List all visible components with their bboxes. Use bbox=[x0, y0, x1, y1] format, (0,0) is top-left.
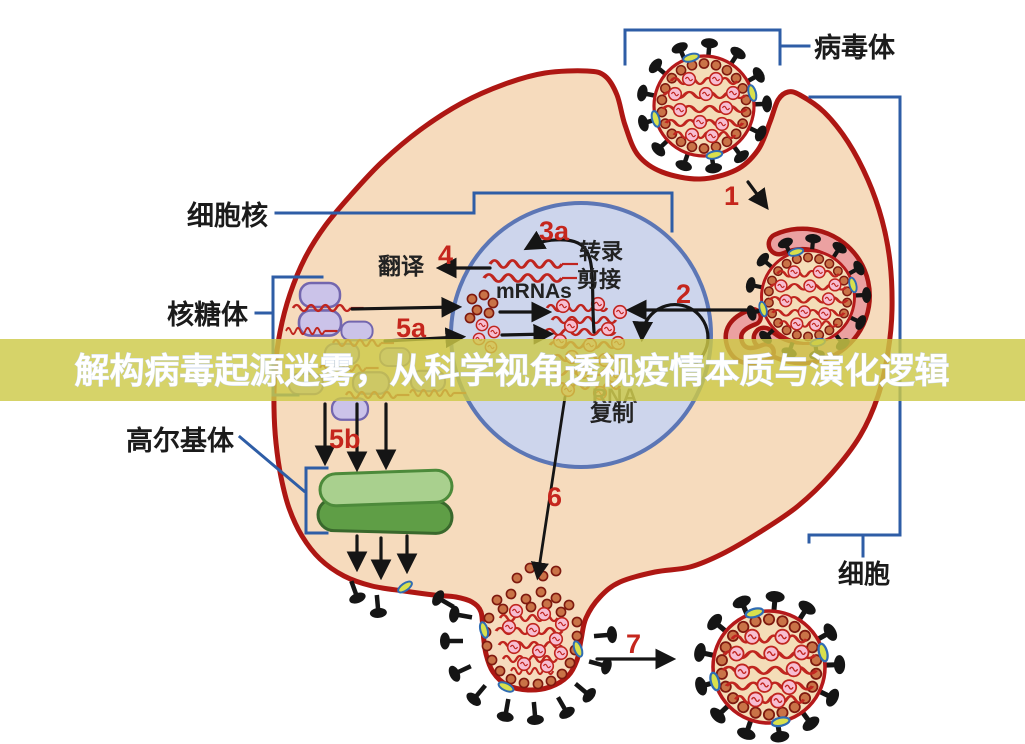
capsid-dot bbox=[494, 665, 506, 677]
capsid-dot bbox=[491, 594, 503, 606]
n-protein bbox=[508, 603, 524, 619]
step-3a: 3a bbox=[539, 216, 570, 246]
golgi-bracket bbox=[237, 434, 329, 535]
step-1: 1 bbox=[724, 181, 739, 211]
spike-icon bbox=[446, 658, 474, 683]
capsid-dot bbox=[556, 668, 568, 680]
capsid-dot bbox=[555, 606, 567, 618]
capsid-dot bbox=[545, 675, 557, 687]
step-5b: 5b bbox=[329, 424, 361, 454]
virion-released bbox=[693, 590, 846, 743]
n-protein bbox=[536, 606, 552, 622]
step-5a: 5a bbox=[396, 313, 427, 343]
ribosome bbox=[298, 281, 342, 309]
capsid-dot bbox=[571, 630, 583, 642]
virion-bracket bbox=[623, 28, 811, 66]
capsid-dot bbox=[525, 601, 537, 613]
n-protein bbox=[563, 318, 579, 334]
ribosome bbox=[330, 397, 370, 421]
capsid-dot bbox=[564, 657, 576, 669]
mrnas-label: mRNAs bbox=[496, 280, 572, 303]
capsid-dot bbox=[486, 654, 498, 666]
cell-label: 细胞 bbox=[838, 559, 890, 589]
arrow-inner-bottom bbox=[500, 323, 555, 345]
spike-icon bbox=[496, 698, 517, 724]
spike-icon bbox=[525, 701, 544, 725]
banner-title-text: 解构病毒起源迷雾，从科学视角透视疫情本质与演化逻辑 bbox=[74, 351, 949, 391]
protein-dot bbox=[466, 293, 478, 305]
capsid-dot bbox=[563, 599, 575, 611]
ribosome bbox=[340, 320, 374, 342]
n-protein bbox=[525, 622, 541, 638]
n-protein bbox=[501, 619, 517, 635]
protein-dot bbox=[478, 289, 490, 301]
title-banner bbox=[0, 339, 1025, 401]
capsid-dot bbox=[511, 572, 523, 584]
capsid-dot bbox=[535, 586, 547, 598]
n-protein bbox=[554, 616, 570, 632]
n-protein bbox=[548, 631, 564, 647]
ribosome-label: 核糖体 bbox=[167, 299, 249, 330]
spike-icon bbox=[368, 594, 387, 618]
capsid-dot bbox=[550, 592, 562, 604]
n-protein bbox=[475, 318, 489, 332]
capsid-dot bbox=[481, 640, 493, 652]
process-annotations: 翻译 转录 剪接 mRNAs RNA 复制 bbox=[378, 239, 638, 426]
arrow-step3a bbox=[523, 230, 596, 334]
capsid-dot bbox=[497, 603, 509, 615]
splicing-label: 剪接 bbox=[577, 267, 621, 292]
mrna-strands bbox=[482, 258, 578, 284]
spike-icon bbox=[587, 653, 614, 675]
protein-dot bbox=[464, 312, 476, 324]
arrow-ribosome-to-nucleus bbox=[350, 296, 463, 318]
protein-dot bbox=[483, 307, 495, 319]
step-6: 6 bbox=[547, 482, 562, 512]
step-numbers: 1 2 3a 4 5a 5b 6 7 bbox=[329, 181, 739, 659]
golgi-apparatus bbox=[316, 468, 454, 535]
capsid-dot bbox=[532, 678, 544, 690]
arrow-step6 bbox=[530, 395, 567, 581]
spike-icon bbox=[551, 693, 577, 721]
capsid-dot bbox=[505, 673, 517, 685]
n-protein bbox=[600, 321, 616, 337]
nucleus-label: 细胞核 bbox=[187, 200, 268, 231]
capsid-dot bbox=[505, 588, 517, 600]
protein-dot bbox=[471, 304, 483, 316]
callout-brackets bbox=[237, 28, 902, 558]
virion-label: 病毒体 bbox=[814, 33, 896, 63]
capsid-dot bbox=[483, 612, 495, 624]
n-protein bbox=[531, 643, 547, 659]
capsid-dot bbox=[571, 616, 583, 628]
transcription-label: 转录 bbox=[579, 239, 623, 264]
step-2: 2 bbox=[676, 279, 691, 309]
n-protein bbox=[487, 325, 501, 339]
n-protein bbox=[539, 658, 555, 674]
golgi-label: 高尔基体 bbox=[126, 425, 235, 456]
n-protein bbox=[612, 304, 628, 320]
spike-icon bbox=[464, 680, 492, 709]
step-7: 7 bbox=[626, 629, 641, 659]
capsid-dot bbox=[550, 565, 562, 577]
spike-icon bbox=[440, 633, 463, 650]
structure-labels: 病毒体 细胞核 核糖体 高尔基体 细胞 bbox=[126, 33, 896, 589]
spike-icon bbox=[570, 677, 599, 705]
translation-label: 翻译 bbox=[378, 253, 425, 279]
capsid-dot bbox=[537, 570, 549, 582]
replication-label: 复制 bbox=[589, 401, 634, 426]
n-protein bbox=[553, 645, 569, 661]
nucleus-bracket bbox=[274, 191, 674, 233]
n-protein bbox=[516, 656, 532, 672]
capsid-dot bbox=[518, 677, 530, 689]
capsid-dot bbox=[524, 562, 536, 574]
arrow-step1 bbox=[746, 180, 769, 211]
spike-icon bbox=[593, 626, 617, 645]
cell-bracket bbox=[807, 95, 902, 558]
virion-extracellular bbox=[636, 38, 773, 175]
step-4: 4 bbox=[438, 240, 453, 270]
n-protein bbox=[506, 639, 522, 655]
